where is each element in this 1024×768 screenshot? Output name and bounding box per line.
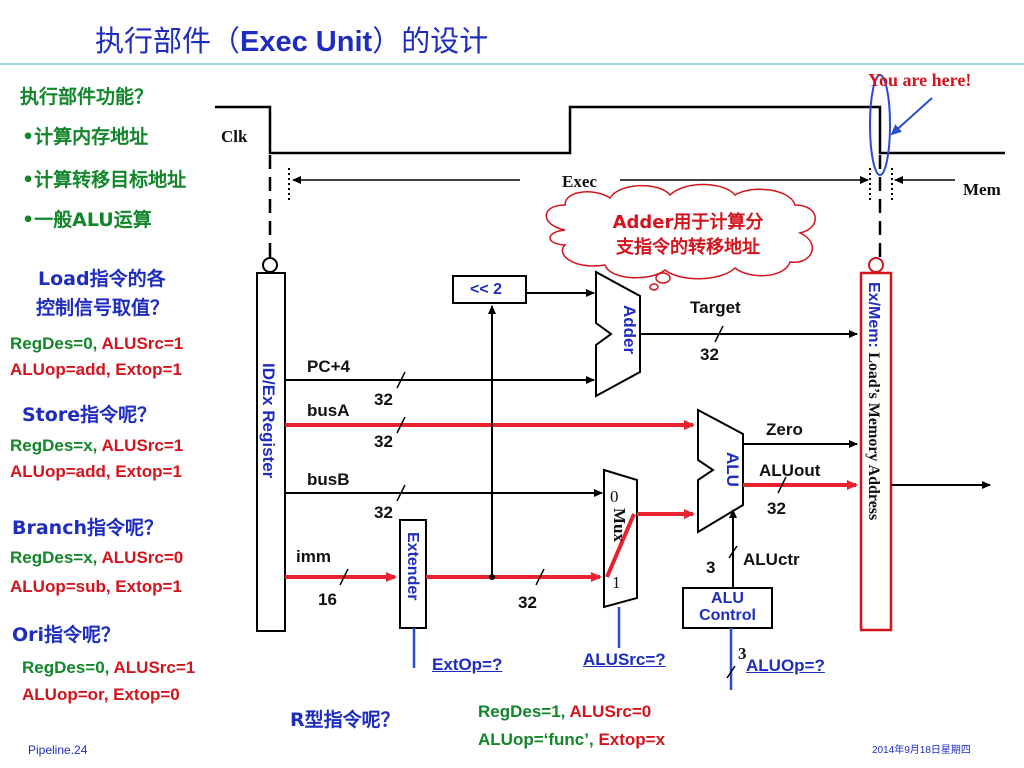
idex-clock-bubble: [262, 257, 278, 273]
slash-pc4: [396, 371, 406, 389]
slash-ext: [535, 568, 545, 586]
load-answer-1: RegDes=0, ALUSrc=1: [10, 334, 184, 353]
store-question: Store指令呢？: [22, 404, 157, 426]
clock-waveform: [215, 105, 1005, 155]
zero-label: Zero: [766, 420, 803, 439]
load-answer-2: ALUop=add, Extop=1: [10, 360, 182, 379]
slash-busA: [396, 416, 406, 434]
exmem-register-label: Ex/Mem: Load’s Memory Address: [865, 282, 882, 521]
you-are-here-label: You are here!: [868, 70, 972, 90]
mux-select-path: [605, 513, 636, 578]
extop-signal: ExtOp=?: [432, 655, 503, 674]
adder-note-cloud: [545, 183, 816, 291]
slash-aluctr: [728, 545, 738, 559]
r-type-answer-2: ALUop=‘func’, Extop=x: [478, 730, 666, 749]
extender-label: Extender: [404, 532, 421, 601]
function-heading: 执行部件功能？: [20, 86, 154, 108]
extender-width: 32: [518, 593, 537, 612]
mem-label: Mem: [963, 180, 1001, 199]
adder-unit: [595, 270, 641, 398]
aluout-width: 32: [767, 499, 786, 518]
function-item: •一般ALU运算: [22, 209, 152, 231]
ori-answer-2: ALUop=or, Extop=0: [22, 685, 180, 704]
function-item: •计算转移目标地址: [22, 169, 187, 191]
clk-label: Clk: [221, 127, 248, 146]
exec-label: Exec: [562, 172, 597, 191]
branch-answer-1: RegDes=x, ALUSrc=0: [10, 548, 184, 567]
you-are-here-pointer: [890, 97, 933, 136]
aluop-signal: ALUOp=?: [746, 656, 825, 675]
aluout-label: ALUout: [759, 461, 821, 480]
exmem-register: [859, 271, 893, 632]
target-width: 32: [700, 345, 719, 364]
alu-label: ALU: [723, 452, 742, 487]
cloud-line-2: 支指令的转移地址: [616, 237, 760, 258]
alusrc-signal: ALUSrc=?: [583, 650, 666, 669]
branch-question: Branch指令呢？: [12, 517, 163, 539]
slash-aluop: [726, 665, 736, 679]
idex-register-label: ID/Ex Register: [259, 363, 278, 479]
busA-width: 32: [374, 432, 393, 451]
aluctr-width: 3: [706, 558, 716, 577]
exmem-clock-bubble: [868, 257, 884, 273]
pc4-label: PC+4: [307, 357, 350, 376]
footer-slide-number: Pipeline.24: [28, 743, 88, 757]
slash-imm: [339, 568, 349, 586]
ori-answer-1: RegDes=0, ALUSrc=1: [22, 658, 196, 677]
adder-label: Adder: [620, 305, 639, 355]
cloud-line-1: Adder用于计算分: [612, 212, 764, 233]
ori-question: Ori指令呢？: [12, 624, 121, 646]
slash-busB: [396, 484, 406, 502]
r-type-answer-1: RegDes=1, ALUSrc=0: [478, 702, 652, 721]
imm-label: imm: [296, 547, 331, 566]
busA-label: busA: [307, 401, 350, 420]
r-type-question: R型指令呢？: [290, 709, 400, 731]
function-item: •计算内存地址: [22, 126, 149, 148]
pc4-width: 32: [374, 390, 393, 409]
aluctr-label: ALUctr: [743, 550, 800, 569]
imm-width: 16: [318, 590, 337, 609]
mux-input-1: 1: [612, 573, 621, 592]
idex-register: [256, 272, 286, 632]
shift-left-2-box: [452, 275, 527, 304]
branch-answer-2: ALUop=sub, Extop=1: [10, 577, 182, 596]
shift-left-2-label: << 2: [470, 281, 503, 298]
you-are-here-ellipse: [869, 74, 891, 176]
mux-input-0: 0: [610, 487, 619, 506]
busB-width: 32: [374, 503, 393, 522]
load-question: Load指令的各: [38, 268, 166, 290]
cloud-note: Adder用于计算分 支指令的转移地址: [598, 210, 778, 260]
target-label: Target: [690, 298, 741, 317]
slash-aluout: [777, 476, 787, 494]
aluop-width: 3: [738, 644, 747, 663]
page-title: 执行部件（Exec Unit）的设计: [95, 24, 489, 58]
store-answer-2: ALUop=add, Extop=1: [10, 462, 182, 481]
alu-control-label: ALU Control: [683, 590, 772, 624]
busB-label: busB: [307, 470, 350, 489]
alu-control-line-1: ALU: [711, 590, 744, 607]
title-divider: [0, 63, 1024, 65]
footer-date: 2014年9月18日星期四: [872, 745, 971, 756]
load-question-cont: 控制信号取值？: [36, 297, 170, 319]
mux-unit: [603, 468, 638, 609]
alu-control-line-2: Control: [699, 607, 756, 624]
mux-label: Mux: [610, 508, 629, 542]
slash-target: [714, 325, 724, 343]
junction-dot: [489, 574, 495, 580]
alu-unit: [697, 408, 744, 534]
alu-control-box: [682, 587, 773, 629]
store-answer-1: RegDes=x, ALUSrc=1: [10, 436, 184, 455]
